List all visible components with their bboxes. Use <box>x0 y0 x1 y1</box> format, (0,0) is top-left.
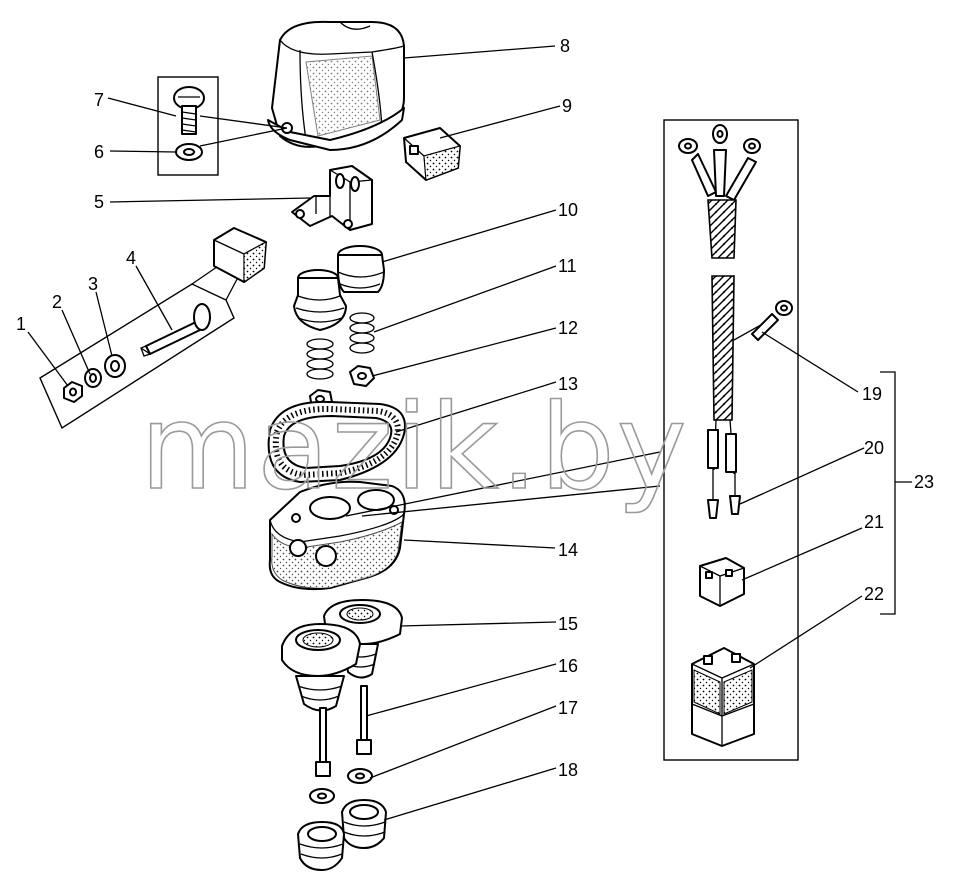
label-part-20: 20 <box>864 438 884 458</box>
cover-part-8 <box>267 20 405 151</box>
label-part-8: 8 <box>560 36 570 56</box>
label-part-14: 14 <box>558 540 578 560</box>
label-part-7: 7 <box>94 90 104 110</box>
label-part-9: 9 <box>562 96 572 116</box>
bolt-assembly-part-1-4 <box>39 227 267 430</box>
label-part-12: 12 <box>558 318 578 338</box>
bracket-part-5 <box>291 165 373 231</box>
label-part-21: 21 <box>864 512 884 532</box>
label-part-2: 2 <box>52 292 62 312</box>
label-part-5: 5 <box>94 192 104 212</box>
label-part-23: 23 <box>914 472 934 492</box>
watermark: mazik.by <box>140 378 689 516</box>
pins-washers-part-16-18 <box>297 685 387 871</box>
label-part-3: 3 <box>88 274 98 294</box>
label-part-10: 10 <box>558 200 578 220</box>
connector-part-9 <box>403 127 461 181</box>
part-labels: 1 2 3 4 5 6 7 8 9 10 11 12 13 14 15 16 1… <box>16 36 934 780</box>
insulators-part-15 <box>281 599 403 712</box>
wiring-harness-part-19-22 <box>663 119 912 761</box>
label-part-22: 22 <box>864 584 884 604</box>
label-part-11: 11 <box>558 256 577 276</box>
label-part-13: 13 <box>558 374 578 394</box>
label-part-4: 4 <box>126 248 136 268</box>
leader-lines <box>27 45 865 821</box>
label-part-16: 16 <box>558 656 578 676</box>
label-part-19: 19 <box>862 384 882 404</box>
springs-part-10-12 <box>293 245 385 411</box>
gasket-part-13 <box>267 400 406 483</box>
label-part-15: 15 <box>558 614 578 634</box>
label-part-17: 17 <box>558 698 578 718</box>
label-part-1: 1 <box>16 314 26 334</box>
label-part-6: 6 <box>94 142 104 162</box>
screw-box-part-6-7 <box>157 76 219 176</box>
label-part-18: 18 <box>558 760 578 780</box>
